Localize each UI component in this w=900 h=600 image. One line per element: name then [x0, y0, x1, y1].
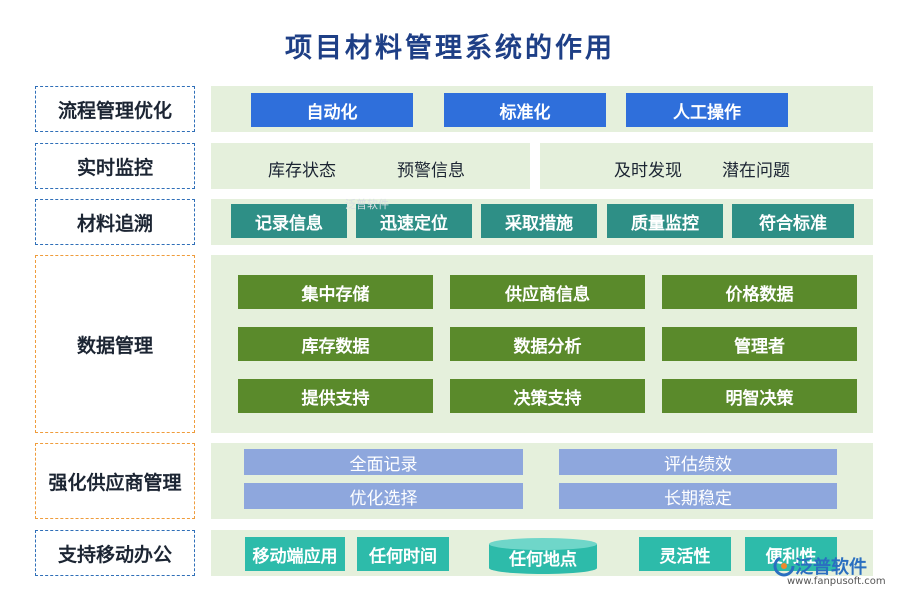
- item-inventory-data: 库存数据: [238, 327, 433, 361]
- item-convenience: 便利性: [745, 537, 837, 571]
- row-label-supplier: 强化供应商管理: [35, 443, 195, 519]
- item-mobile-app: 移动端应用: [245, 537, 345, 571]
- logo-swirl-icon: [773, 555, 795, 577]
- item-any-time: 任何时间: [357, 537, 449, 571]
- brand-logo: 泛普软件 www.fanpusoft.com: [773, 553, 898, 597]
- item-any-place: 任何地点: [509, 549, 577, 570]
- item-automation: 自动化: [251, 93, 413, 127]
- item-supplier-info: 供应商信息: [450, 275, 645, 309]
- item-standardization: 标准化: [444, 93, 606, 127]
- item-centralized-storage: 集中存储: [238, 275, 433, 309]
- item-manual-operation: 人工操作: [626, 93, 788, 127]
- item-any-place-cylinder: [489, 538, 597, 574]
- item-price-data: 价格数据: [662, 275, 857, 309]
- item-long-term-stability: 长期稳定: [559, 483, 837, 509]
- row-label-mobile: 支持移动办公: [35, 530, 195, 576]
- panel-divider: [530, 143, 540, 189]
- item-meet-standards: 符合标准: [732, 204, 854, 238]
- item-warning-info: 预警信息: [397, 161, 465, 181]
- logo-brand-name: 泛普软件: [795, 557, 867, 578]
- item-quality-monitoring: 质量监控: [607, 204, 723, 238]
- item-decision-support: 决策支持: [450, 379, 645, 413]
- item-evaluate-performance: 评估绩效: [559, 449, 837, 475]
- row-label-monitoring: 实时监控: [35, 143, 195, 189]
- item-potential-issues: 潜在问题: [722, 161, 790, 181]
- row-label-process: 流程管理优化: [35, 86, 195, 132]
- item-data-analysis: 数据分析: [450, 327, 645, 361]
- item-take-measures: 采取措施: [481, 204, 597, 238]
- row-label-data: 数据管理: [35, 255, 195, 433]
- logo-url: www.fanpusoft.com: [787, 576, 886, 587]
- item-manager: 管理者: [662, 327, 857, 361]
- item-inventory-status: 库存状态: [268, 161, 336, 181]
- row-label-traceability: 材料追溯: [35, 199, 195, 245]
- item-timely-discovery: 及时发现: [614, 161, 682, 181]
- diagram-title: 项目材料管理系统的作用: [285, 33, 615, 64]
- item-record-info: 记录信息: [231, 204, 347, 238]
- watermark-faint: 泛普软件: [345, 198, 389, 211]
- item-quick-locate: 迅速定位: [356, 204, 472, 238]
- item-full-records: 全面记录: [244, 449, 523, 475]
- item-provide-support: 提供支持: [238, 379, 433, 413]
- item-flexibility: 灵活性: [639, 537, 731, 571]
- item-optimize-selection: 优化选择: [244, 483, 523, 509]
- item-wise-decisions: 明智决策: [662, 379, 857, 413]
- row-panel-monitoring: [211, 143, 873, 189]
